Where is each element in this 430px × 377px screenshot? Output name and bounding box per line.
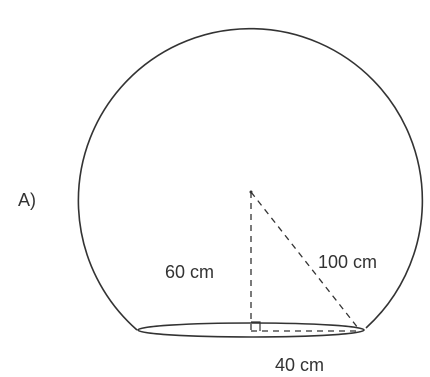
right-angle-marker: [251, 321, 261, 331]
base-label: 40 cm: [275, 355, 324, 375]
base-ellipse: [137, 322, 365, 338]
radius-dashed-line: [250, 191, 359, 329]
height-label: 60 cm: [165, 262, 214, 282]
option-label: A): [18, 190, 36, 210]
slant-label: 100 cm: [318, 252, 377, 272]
sphere-outline: [77, 27, 424, 331]
